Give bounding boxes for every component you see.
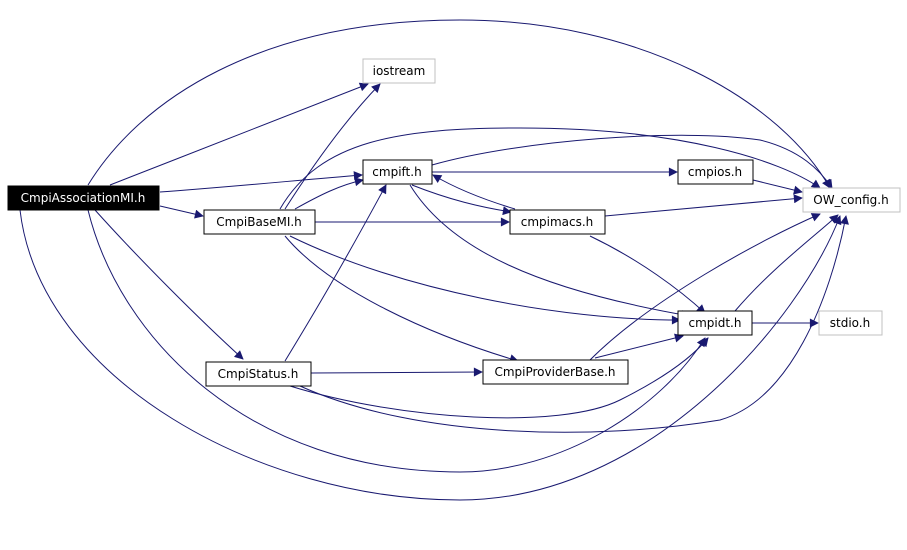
edge-cmpios-owconfig — [752, 179, 803, 195]
edge-status-cmpift — [284, 184, 387, 362]
node-owconfig-label: OW_config.h — [813, 193, 888, 207]
edge-basemi-owconfig — [279, 127, 821, 210]
node-cmpidt-label: cmpidt.h — [689, 316, 742, 330]
node-cmpidt[interactable]: cmpidt.h — [677, 310, 753, 336]
edge-status-owconfig — [299, 215, 849, 433]
node-cmpistatus[interactable]: CmpiStatus.h — [205, 361, 312, 387]
edge-cmpimacs-cmpidt — [589, 235, 706, 314]
node-cmpibasemi[interactable]: CmpiBaseMI.h — [203, 209, 316, 235]
edge-root-iostream — [109, 82, 369, 186]
node-cmpistatus-label: CmpiStatus.h — [218, 367, 299, 381]
node-iostream-label: iostream — [373, 64, 426, 78]
node-cmpift[interactable]: cmpift.h — [362, 159, 433, 185]
edge-root-owconfig — [87, 19, 831, 189]
node-stdio[interactable]: stdio.h — [818, 310, 883, 336]
node-root[interactable]: CmpiAssociationMI.h — [7, 185, 160, 211]
node-cmpimacs[interactable]: cmpimacs.h — [509, 209, 606, 235]
node-stdio-label: stdio.h — [830, 316, 870, 330]
node-owconfig[interactable]: OW_config.h — [802, 187, 901, 213]
edge-status-cmpiproviderbase — [310, 367, 483, 377]
edge-basemi-iostream — [284, 83, 381, 210]
edge-providerbase-cmpidt — [594, 333, 684, 359]
node-root-label: CmpiAssociationMI.h — [21, 191, 146, 205]
edge-root-cmpistatus — [94, 209, 244, 360]
node-cmpiproviderbase-label: CmpiProviderBase.h — [494, 365, 615, 379]
edge-cmpift-cmpidt — [409, 184, 691, 320]
node-cmpiproviderbase[interactable]: CmpiProviderBase.h — [482, 359, 629, 385]
edge-root-cmpibasemi — [159, 205, 204, 219]
edge-root-cmpift — [159, 171, 363, 193]
node-cmpios-label: cmpios.h — [688, 165, 742, 179]
node-iostream[interactable]: iostream — [362, 58, 436, 84]
edge-basemi-cmpift — [294, 177, 364, 210]
node-cmpimacs-label: cmpimacs.h — [521, 215, 594, 229]
edge-root-cmpidt-outer — [19, 209, 842, 501]
edge-root-cmpidt — [87, 209, 706, 473]
edge-cmpimacs-owconfig — [604, 194, 803, 217]
edge-cmpift-cmpimacs — [411, 184, 512, 216]
edge-providerbase-owconfig — [589, 213, 821, 361]
edge-basemi-cmpidt — [289, 235, 681, 325]
edge-status-cmpidt — [289, 337, 709, 419]
edge-cmpift-owconfig — [431, 134, 833, 189]
edge-cmpimacs-cmpift — [432, 174, 516, 210]
edge-cmpidt-owconfig — [734, 214, 839, 312]
edge-basemi-cmpiproviderbase — [284, 235, 519, 364]
node-cmpibasemi-label: CmpiBaseMI.h — [216, 215, 302, 229]
node-cmpift-label: cmpift.h — [372, 165, 421, 179]
node-cmpios[interactable]: cmpios.h — [677, 159, 754, 185]
